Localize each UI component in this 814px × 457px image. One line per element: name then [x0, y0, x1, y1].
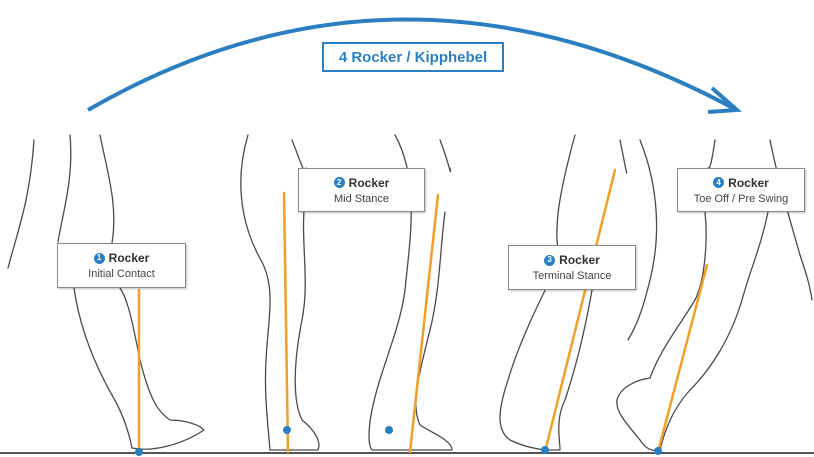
pivot-point-forefoot: [541, 446, 549, 454]
axis-line-4: [658, 265, 707, 452]
pivot-point-heel: [135, 448, 143, 456]
leg-3-rear-outline: [500, 135, 627, 450]
rocker-label: Rocker: [728, 176, 769, 190]
rocker-1-label: 1 Rocker Initial Contact: [57, 243, 186, 288]
axis-line-2a: [284, 193, 288, 452]
rocker-phase: Toe Off / Pre Swing: [694, 193, 789, 205]
pivot-point-ankle-rear: [283, 426, 291, 434]
pivot-point-ankle: [385, 426, 393, 434]
pivot-point-toe: [654, 447, 662, 455]
rocker-3-label: 3 Rocker Terminal Stance: [508, 245, 636, 290]
diagram-title: 4 Rocker / Kipphebel: [322, 42, 504, 72]
rocker-number-badge: 2: [334, 177, 345, 188]
rocker-4-label: 4 Rocker Toe Off / Pre Swing: [677, 168, 805, 212]
rocker-label: Rocker: [349, 176, 390, 190]
rocker-phase: Terminal Stance: [533, 270, 612, 282]
leg-4-back-outline: [708, 140, 715, 168]
rocker-2-label: 2 Rocker Mid Stance: [298, 168, 425, 212]
leg-4-rear-outline: [617, 212, 768, 451]
arrow-head: [708, 88, 737, 112]
rocker-phase: Mid Stance: [334, 193, 389, 205]
axis-line-3: [545, 170, 615, 452]
axis-line-2b: [410, 195, 438, 452]
rocker-label: Rocker: [109, 251, 150, 265]
rocker-number-badge: 1: [94, 253, 105, 264]
rocker-number-badge: 3: [544, 255, 555, 266]
rocker-phase: Initial Contact: [88, 268, 155, 280]
rocker-number-badge: 4: [713, 177, 724, 188]
leg-4-front-outline: [770, 140, 812, 300]
leg-3-front-outline: [628, 140, 657, 340]
rocker-label: Rocker: [559, 253, 600, 267]
